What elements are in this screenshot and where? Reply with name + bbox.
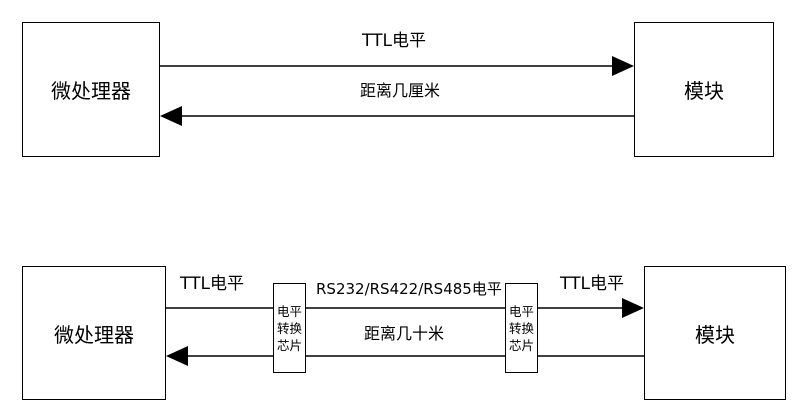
bottom-right-ttl-label: TTL电平 xyxy=(560,274,624,294)
bottom-arrow-right-head xyxy=(622,298,644,318)
bottom-arrow-left-head xyxy=(166,346,188,366)
bottom-microprocessor-box: 微处理器 xyxy=(22,266,166,400)
top-module-box: 模块 xyxy=(634,22,774,157)
left-level-converter-chip: 电平转换芯片 xyxy=(273,283,306,373)
top-module-label: 模块 xyxy=(684,79,724,103)
bottom-distance-label: 距离几十米 xyxy=(364,324,445,343)
top-arrow-left-head xyxy=(160,106,182,126)
top-distance-label: 距离几厘米 xyxy=(360,81,441,100)
top-microprocessor-label: 微处理器 xyxy=(51,79,131,103)
bottom-module-label: 模块 xyxy=(695,322,735,347)
top-microprocessor-box: 微处理器 xyxy=(22,22,160,157)
bottom-module-box: 模块 xyxy=(644,266,786,400)
right-level-converter-chip: 电平转换芯片 xyxy=(505,283,538,373)
top-ttl-label: TTL电平 xyxy=(362,31,426,51)
bottom-microprocessor-label: 微处理器 xyxy=(54,322,134,347)
left-chip-label: 电平转换芯片 xyxy=(276,303,302,353)
right-chip-label: 电平转换芯片 xyxy=(508,303,534,353)
top-arrow-right-head xyxy=(612,56,634,76)
bottom-rs-level-label: RS232/RS422/RS485电平 xyxy=(316,280,502,298)
bottom-left-ttl-label: TTL电平 xyxy=(180,274,244,294)
